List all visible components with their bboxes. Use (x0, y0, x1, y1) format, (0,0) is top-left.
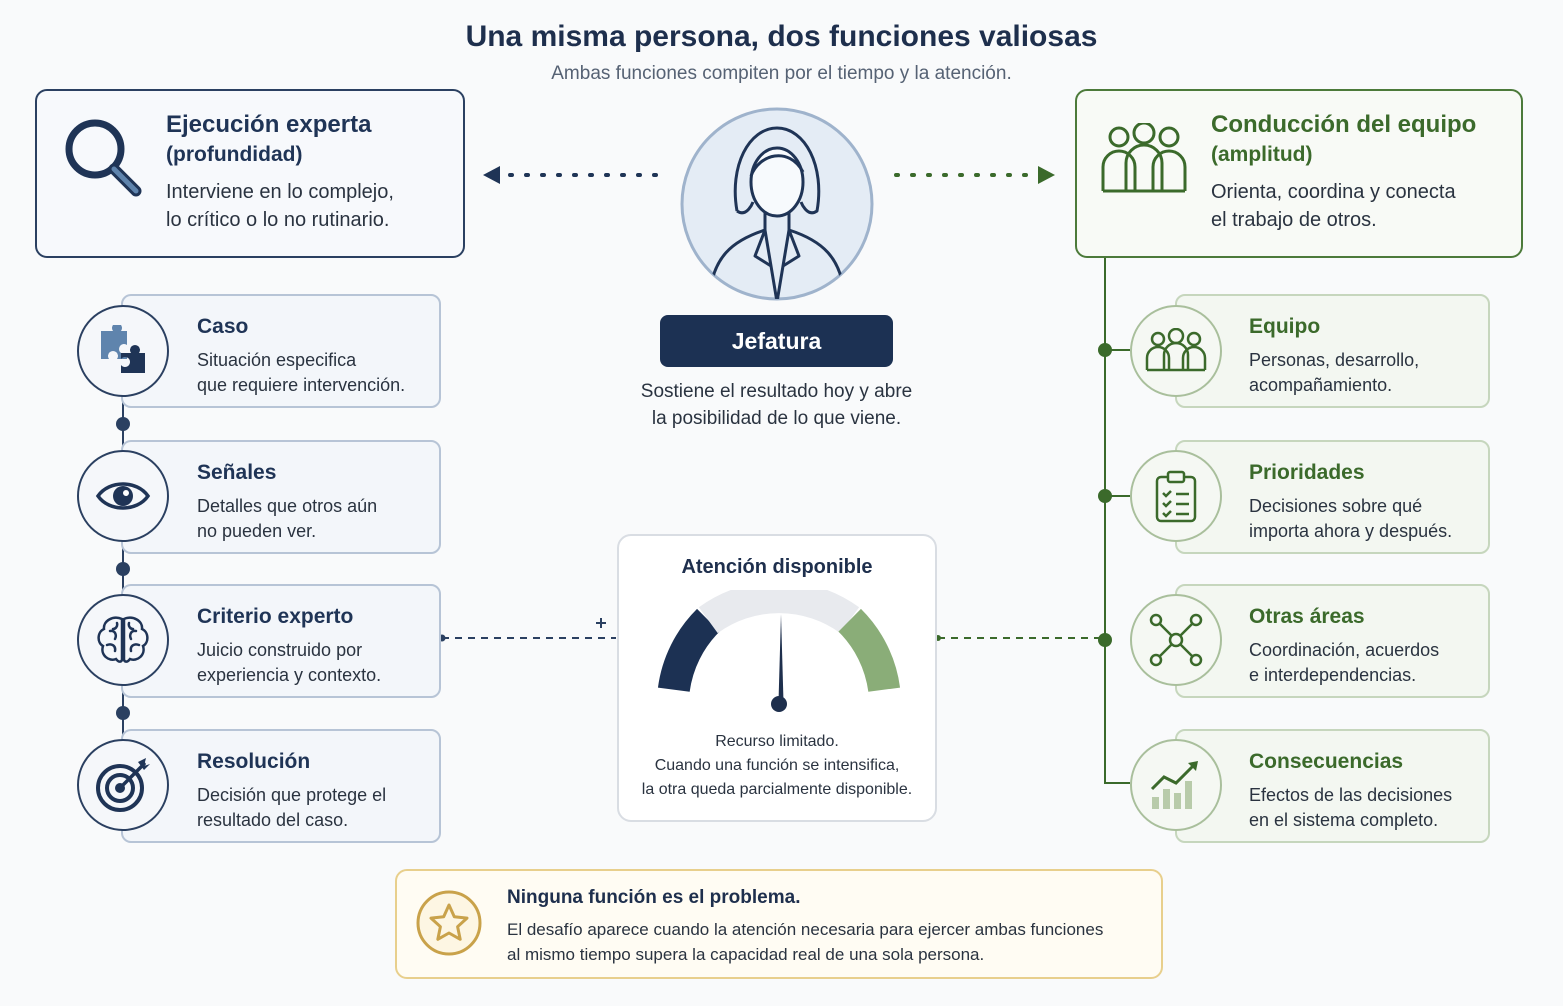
list-item-equipo: Equipo Personas, desarrollo, acompañamie… (1175, 294, 1490, 408)
item-desc-line2: resultado del caso. (197, 810, 349, 830)
brain-icon-badge (77, 594, 169, 686)
item-desc-line2: que requiere intervención. (197, 375, 406, 395)
eye-icon-badge (77, 450, 169, 542)
item-desc-line1: Juicio construido por (197, 640, 363, 660)
list-item-prioridades: Prioridades Decisiones sobre qué importa… (1175, 440, 1490, 554)
card-desc-line2: lo crítico o lo no rutinario. (166, 209, 390, 231)
item-title: Prioridades (1249, 461, 1365, 484)
callout-title: Ninguna función es el problema. (507, 887, 801, 908)
puzzle-icon (101, 325, 145, 373)
item-desc-line1: Coordinación, acuerdos (1249, 640, 1440, 660)
item-desc-line2: e interdependencias. (1249, 665, 1417, 685)
people-icon (1145, 328, 1207, 372)
item-desc-line1: Personas, desarrollo, (1249, 350, 1420, 370)
gauge-text-line3: la otra queda parcialmente disponible. (641, 781, 913, 798)
attention-gauge-card: Atención disponible Recurso limitado. Cu… (617, 534, 937, 822)
item-desc-line1: Efectos de las decisiones (1249, 785, 1453, 805)
gauge-title: Atención disponible (681, 556, 873, 578)
list-item-otras-areas: Otras áreas Coordinación, acuerdos e int… (1175, 584, 1490, 698)
network-icon (1149, 613, 1203, 667)
chart-up-icon (1150, 761, 1198, 809)
page-subtitle: Ambas funciones compiten por el tiempo y… (551, 63, 1012, 84)
list-item-criterio: Criterio experto Juicio construido por e… (121, 584, 441, 698)
item-title: Caso (197, 315, 249, 338)
item-title: Equipo (1249, 315, 1321, 338)
card-desc-line1: Interviene en lo complejo, (166, 181, 394, 203)
star-icon (416, 890, 482, 956)
item-title: Criterio experto (197, 605, 354, 628)
item-desc-line1: Decisiones sobre qué (1249, 496, 1423, 516)
card-desc-line2: el trabajo de otros. (1211, 209, 1377, 231)
network-icon-badge (1130, 594, 1222, 686)
item-desc-line2: experiencia y contexto. (197, 665, 382, 685)
item-desc-line2: importa ahora y después. (1249, 521, 1453, 541)
gauge-text-line1: Recurso limitado. (715, 733, 839, 750)
magnifier-icon (65, 119, 142, 197)
card-title: Ejecución experta (166, 111, 372, 138)
card-subtitle: (amplitud) (1211, 143, 1313, 166)
chart-up-icon-badge (1130, 739, 1222, 831)
list-item-senales: Señales Detalles que otros aún no pueden… (121, 440, 441, 554)
card-desc-line1: Orienta, coordina y conecta (1211, 181, 1456, 203)
item-title: Otras áreas (1249, 605, 1365, 628)
item-title: Consecuencias (1249, 750, 1404, 773)
target-icon (96, 758, 150, 812)
clipboard-icon-badge (1130, 450, 1222, 542)
puzzle-icon-badge (77, 305, 169, 397)
list-item-resolucion: Resolución Decisión que protege el resul… (121, 729, 441, 843)
item-title: Resolución (197, 750, 311, 773)
gauge-icon (657, 590, 901, 712)
card-title: Conducción del equipo (1211, 111, 1477, 138)
people-icon-badge (1130, 305, 1222, 397)
eye-icon (95, 482, 151, 510)
page-title: Una misma persona, dos funciones valiosa… (465, 20, 1098, 53)
list-item-caso: Caso Situación especifica que requiere i… (121, 294, 441, 408)
team-leadership-card: Conducción del equipo (amplitud) Orienta… (1075, 89, 1523, 258)
item-desc-line1: Decisión que protege el (197, 785, 387, 805)
clipboard-icon (1155, 470, 1197, 523)
item-desc-line2: en el sistema completo. (1249, 810, 1439, 830)
callout-text-line1: El desafío aparece cuando la atención ne… (507, 920, 1104, 939)
target-icon-badge (77, 739, 169, 831)
item-desc-line1: Detalles que otros aún (197, 496, 378, 516)
item-title: Señales (197, 461, 277, 484)
brain-icon (97, 616, 149, 663)
item-desc-line2: no pueden ver. (197, 521, 317, 541)
conclusion-callout: Ninguna función es el problema. El desaf… (395, 869, 1163, 979)
expert-execution-card: Ejecución experta (profundidad) Intervie… (35, 89, 465, 258)
gauge-text-line2: Cuando una función se intensifica, (654, 757, 900, 774)
list-item-consecuencias: Consecuencias Efectos de las decisiones … (1175, 729, 1490, 843)
item-desc-line2: acompañamiento. (1249, 375, 1393, 395)
person-avatar-icon (680, 107, 874, 301)
callout-text-line2: al mismo tiempo supera la capacidad real… (507, 945, 985, 964)
role-label: Jefatura (660, 315, 893, 367)
card-subtitle: (profundidad) (166, 143, 303, 166)
item-desc-line1: Situación especifica (197, 350, 357, 370)
people-group-icon (1101, 123, 1187, 193)
role-description: Sostiene el resultado hoy y abre la posi… (640, 381, 913, 429)
